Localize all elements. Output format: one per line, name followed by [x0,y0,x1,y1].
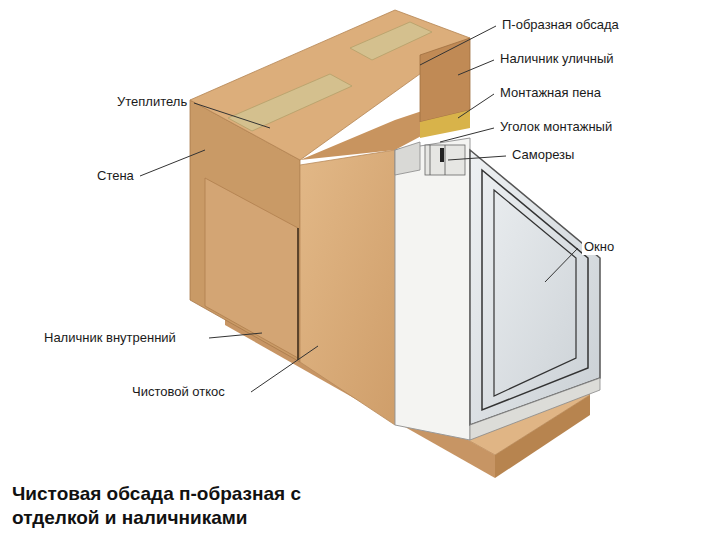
part-label: П-образная обсада [500,17,621,33]
part-label: Уголок монтажный [498,119,614,135]
leader-lines [140,26,578,392]
part-label: Стена [95,168,136,184]
window-frame [395,138,470,440]
reveal [300,150,395,425]
inner-trim [205,178,298,358]
insulation [228,74,352,131]
part-label: Наличник уличный [498,51,616,67]
trim-joint [297,228,299,360]
wall-top [190,10,470,160]
glass [470,150,600,425]
foam [420,110,470,138]
caption: Чистовая обсада п-образная с отделкой и … [12,482,342,530]
part-label: Монтажная пена [498,85,603,101]
part-label: Наличник внутренний [42,330,178,346]
part-label: Чистовой откос [130,384,227,400]
frame-profile [425,145,465,175]
part-label: Утеплитель [115,94,189,110]
outer-trim [420,38,470,122]
part-label: Саморезы [510,147,576,163]
part-label: Окно [582,239,616,255]
frame-profile [395,142,420,175]
insulation [350,22,432,60]
screw [440,148,444,162]
